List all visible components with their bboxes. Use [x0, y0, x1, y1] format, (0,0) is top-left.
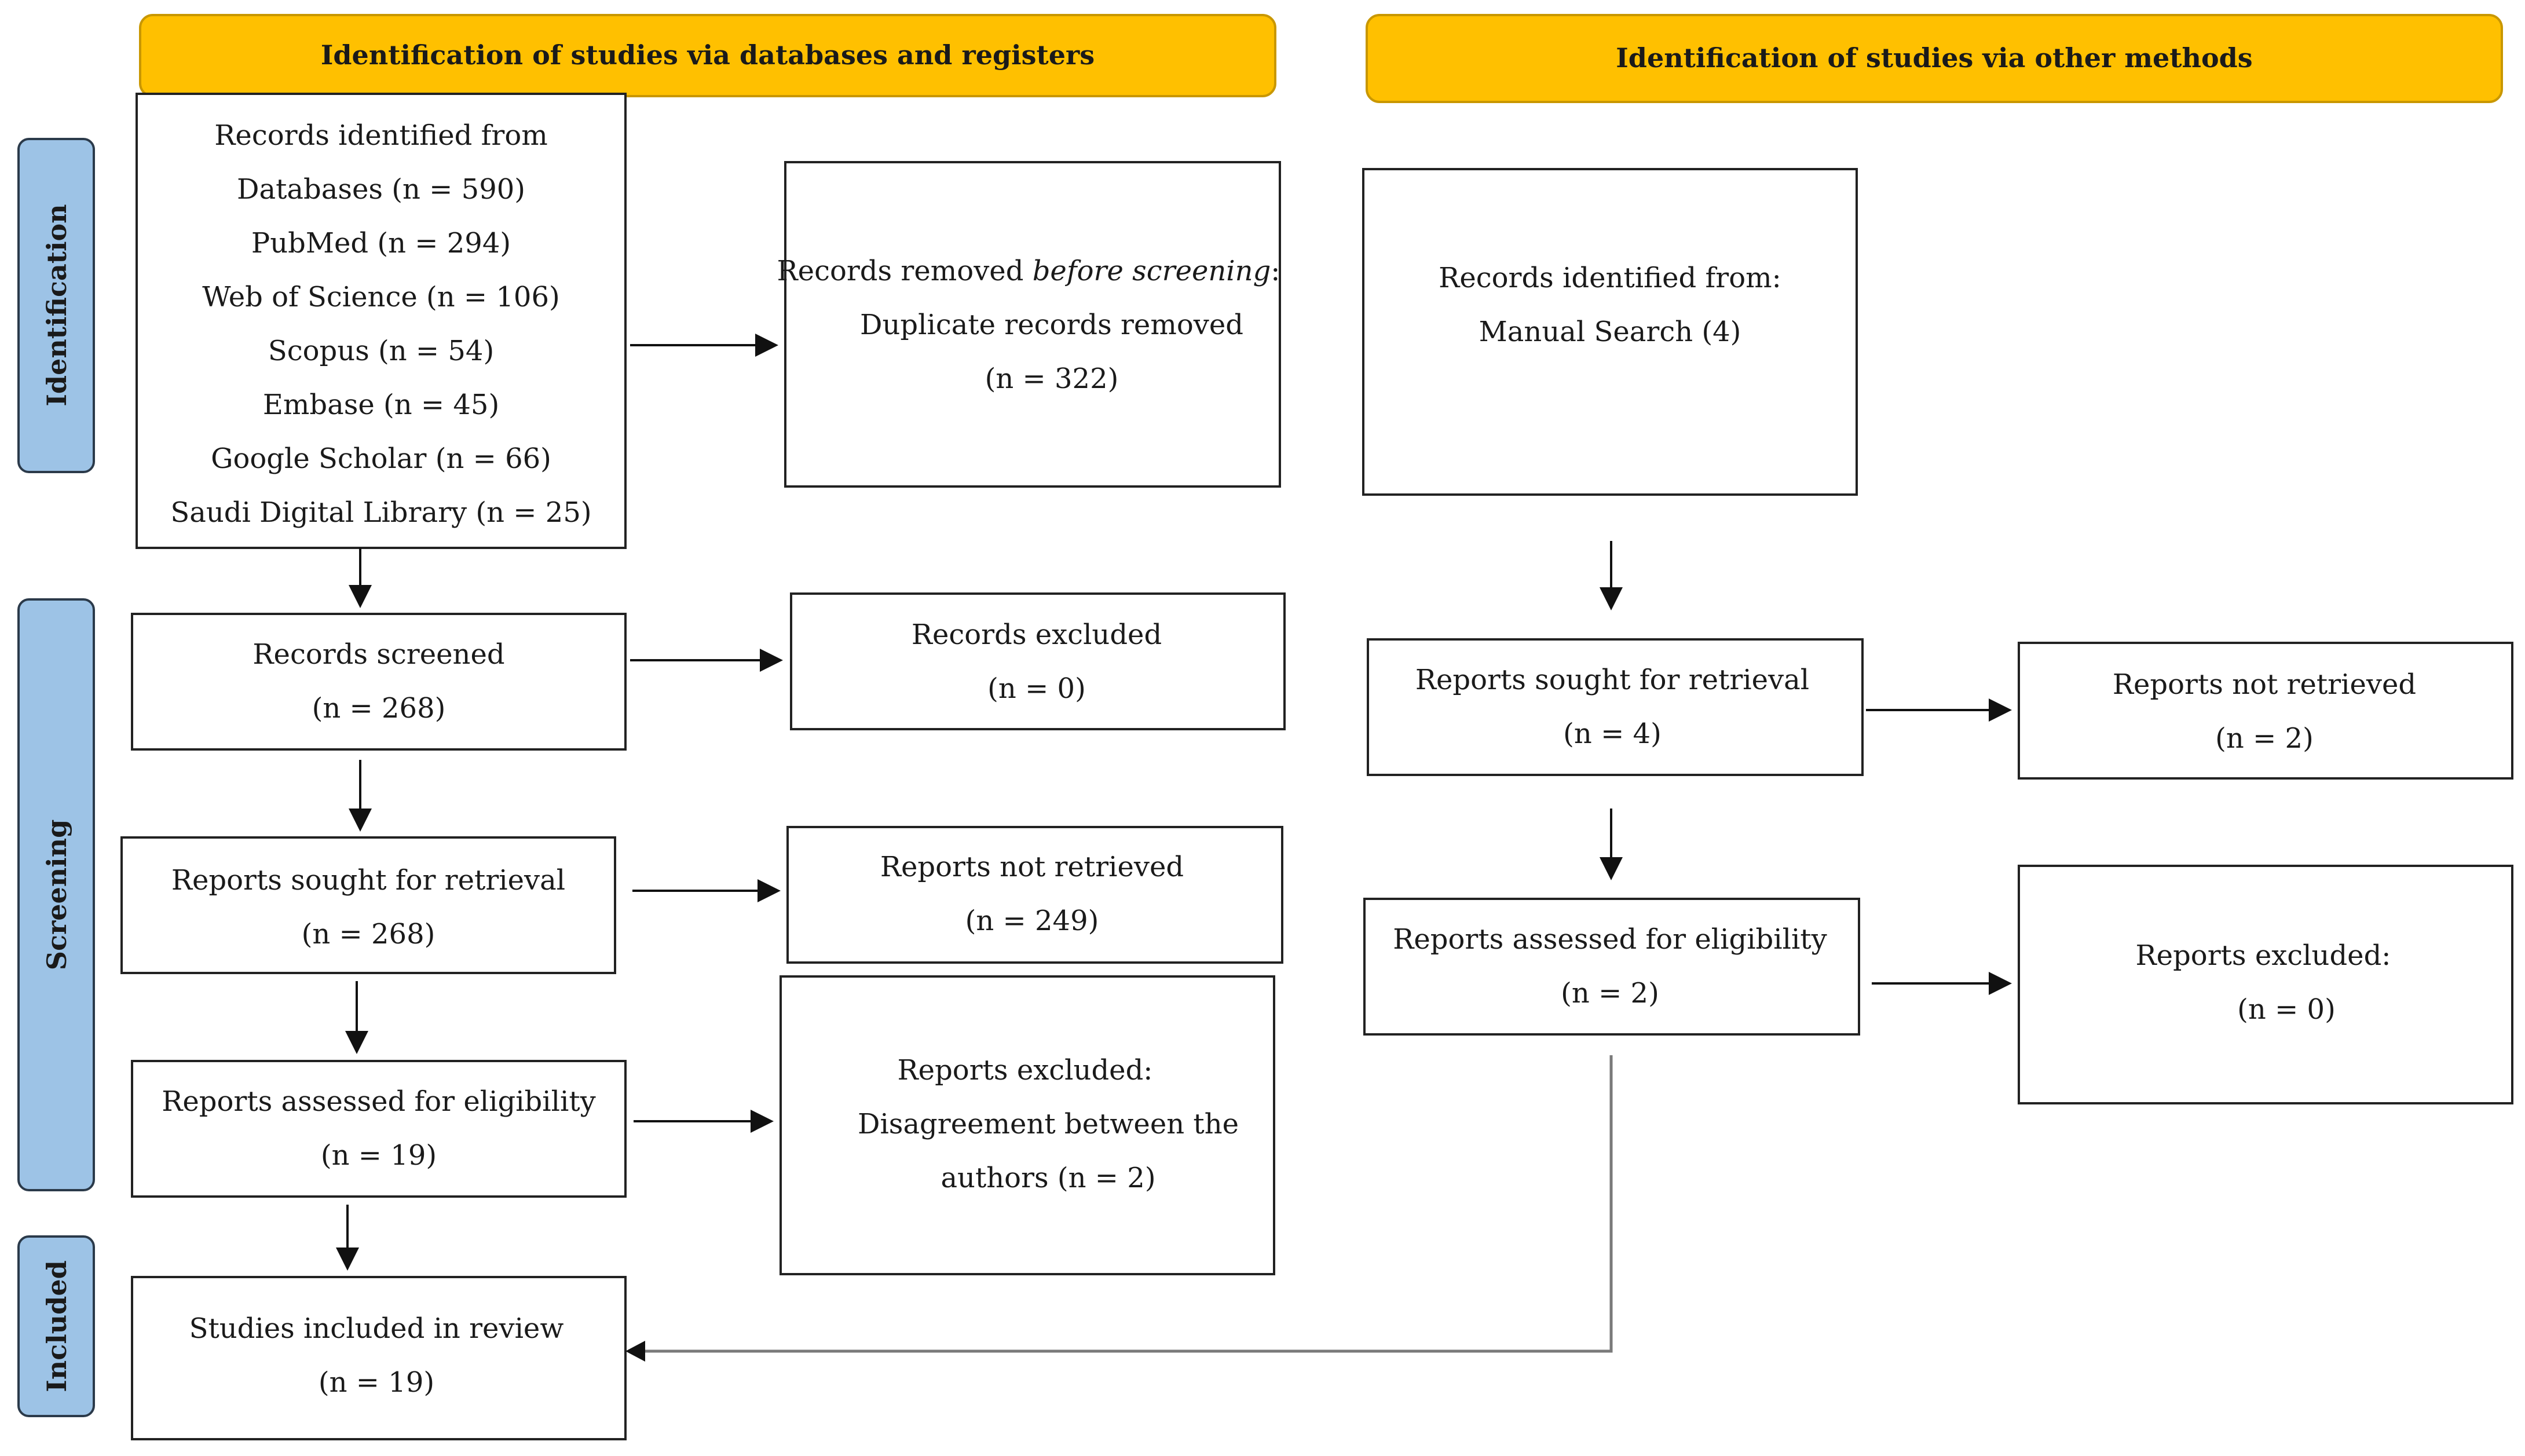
header-right-label: Identification of studies via other meth…: [1616, 42, 2252, 74]
side-label-included: Included: [17, 1235, 95, 1417]
records-identified-scopus: Scopus (n = 54): [268, 335, 494, 367]
header-right: Identification of studies via other meth…: [1366, 14, 2503, 103]
reports-assessed-right-count: (n = 2): [1561, 977, 1659, 1009]
box-records-identified-right: Records identified from: Manual Search (…: [1362, 168, 1858, 496]
side-bar-included: [17, 1235, 95, 1417]
records-identified-pubmed: PubMed (n = 294): [251, 227, 511, 259]
records-identified-google-scholar: Google Scholar (n = 66): [211, 442, 551, 475]
box-reports-sought-left: Reports sought for retrieval (n = 268): [120, 836, 616, 974]
connectors: [336, 334, 2012, 1362]
box-reports-not-retrieved-left: Reports not retrieved (n = 249): [786, 826, 1283, 964]
side-bar-identification: [17, 138, 95, 473]
records-excluded-title: Records excluded: [912, 619, 1162, 651]
reports-not-retrieved-left-count: (n = 249): [965, 905, 1099, 937]
records-identified-wos: Web of Science (n = 106): [202, 281, 559, 313]
box-reports-excluded-left: Reports excluded: Disagreement between t…: [780, 975, 1275, 1275]
records-screened-count: (n = 268): [312, 692, 446, 725]
records-excluded-count: (n = 0): [987, 672, 1086, 705]
side-label-screening: Screening: [17, 598, 95, 1191]
side-text-included: Included: [41, 1260, 72, 1392]
box-reports-assessed-right: Reports assessed for eligibility (n = 2): [1363, 898, 1860, 1036]
reports-excluded-right-title: Reports excluded:: [2136, 939, 2391, 972]
box-records-identified: Records identified from Databases (n = 5…: [136, 93, 627, 549]
reports-not-retrieved-left-title: Reports not retrieved: [880, 851, 1184, 883]
box-reports-assessed-left: Reports assessed for eligibility (n = 19…: [131, 1060, 627, 1198]
studies-included-count: (n = 19): [319, 1366, 434, 1399]
connector-right-to-included: [642, 1055, 1613, 1353]
reports-excluded-left-title: Reports excluded:: [898, 1054, 1153, 1086]
header-right-bar: [1366, 14, 2503, 103]
reports-not-retrieved-right-title: Reports not retrieved: [2113, 668, 2416, 701]
side-text-screening: Screening: [41, 820, 72, 971]
side-bar-screening: [17, 598, 95, 1191]
reports-excluded-right-count: (n = 0): [2237, 993, 2336, 1026]
box-studies-included: Studies included in review (n = 19): [131, 1276, 627, 1440]
reports-excluded-left-count: authors (n = 2): [941, 1162, 1155, 1194]
side-text-identification: Identification: [41, 204, 72, 406]
box-reports-excluded-right: Reports excluded: (n = 0): [2018, 865, 2513, 1104]
header-left-bar: [139, 14, 1276, 97]
box-records-removed: Records removed before screening: Duplic…: [777, 161, 1281, 488]
records-identified-title: Records identified from: [214, 119, 547, 152]
reports-not-retrieved-right-count: (n = 2): [2215, 722, 2314, 755]
records-removed-title: Records removed before screening:: [777, 255, 1280, 287]
box-records-excluded: Records excluded (n = 0): [790, 592, 1286, 730]
records-identified-saudi-digital-library: Saudi Digital Library (n = 25): [170, 496, 591, 529]
reports-sought-right-title: Reports sought for retrieval: [1415, 664, 1809, 696]
reports-sought-right-count: (n = 4): [1563, 718, 1662, 750]
reports-assessed-left-title: Reports assessed for eligibility: [162, 1085, 595, 1118]
arrowhead-right-to-included: [625, 1341, 645, 1362]
reports-sought-left-title: Reports sought for retrieval: [171, 864, 565, 897]
records-screened-title: Records screened: [253, 638, 504, 671]
records-identified-embase: Embase (n = 45): [263, 389, 499, 421]
studies-included-title: Studies included in review: [189, 1312, 564, 1345]
box-reports-not-retrieved-right: Reports not retrieved (n = 2): [2018, 642, 2513, 780]
records-removed-duplicates: Duplicate records removed: [860, 309, 1243, 341]
reports-assessed-right-title: Reports assessed for eligibility: [1393, 923, 1827, 956]
reports-sought-left-count: (n = 268): [302, 918, 436, 950]
header-left: Identification of studies via databases …: [139, 14, 1276, 97]
records-identified-databases: Databases (n = 590): [237, 173, 525, 206]
box-records-screened: Records screened (n = 268): [131, 613, 627, 751]
records-identified-right-title: Records identified from:: [1439, 262, 1781, 294]
header-left-label: Identification of studies via databases …: [321, 39, 1095, 71]
box-reports-sought-right: Reports sought for retrieval (n = 4): [1367, 638, 1864, 776]
records-removed-count: (n = 322): [985, 363, 1119, 395]
reports-excluded-left-reason: Disagreement between the: [858, 1108, 1239, 1140]
side-label-identification: Identification: [17, 138, 95, 473]
records-identified-right-manual: Manual Search (4): [1479, 316, 1741, 348]
reports-assessed-left-count: (n = 19): [321, 1139, 437, 1172]
